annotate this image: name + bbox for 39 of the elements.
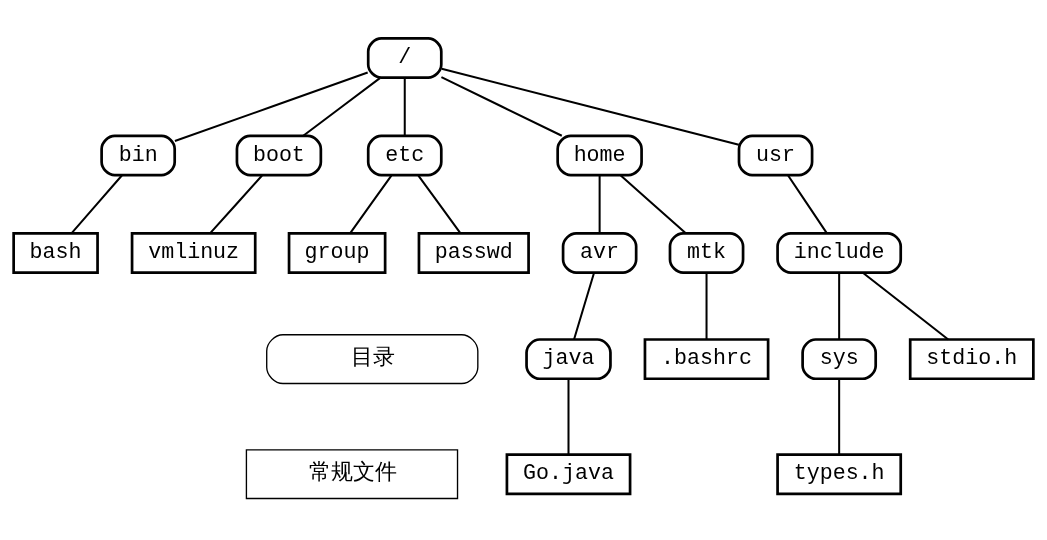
node-box: mtk bbox=[668, 231, 745, 274]
node-box: include bbox=[776, 231, 903, 274]
node-box: group bbox=[287, 231, 387, 274]
node-box: sys bbox=[801, 337, 878, 380]
connector bbox=[209, 174, 263, 234]
legend-label: 目录 bbox=[350, 343, 395, 369]
node-box: bash bbox=[12, 231, 99, 274]
connector bbox=[71, 174, 123, 234]
node-box: avr bbox=[561, 231, 638, 274]
connector bbox=[705, 272, 708, 339]
connector bbox=[567, 378, 570, 454]
node-box: / bbox=[366, 36, 443, 79]
connector bbox=[787, 174, 828, 233]
node-box: home bbox=[556, 134, 643, 176]
node-box: java bbox=[525, 337, 612, 380]
connector bbox=[620, 174, 687, 234]
connector bbox=[174, 71, 368, 142]
connector bbox=[403, 77, 406, 135]
legend-label: 常规文件 bbox=[308, 458, 397, 484]
node-box: .bashrc bbox=[643, 337, 770, 380]
connector bbox=[417, 174, 461, 233]
connector bbox=[573, 271, 596, 340]
connector bbox=[302, 76, 381, 137]
connector bbox=[440, 75, 563, 137]
node-box: types.h bbox=[776, 452, 903, 495]
connector bbox=[598, 175, 601, 233]
node-box: passwd bbox=[417, 231, 530, 274]
node-box: boot bbox=[235, 134, 323, 176]
connector bbox=[862, 271, 949, 340]
connector bbox=[441, 67, 740, 146]
node-box: usr bbox=[737, 134, 814, 176]
connector bbox=[349, 174, 393, 233]
connector bbox=[838, 378, 841, 454]
node-box: vmlinuz bbox=[130, 231, 257, 274]
connector bbox=[838, 272, 841, 339]
node-box: Go.java bbox=[505, 452, 632, 495]
node-box: stdio.h bbox=[908, 337, 1035, 380]
node-box: etc bbox=[366, 134, 443, 176]
node-box: bin bbox=[100, 134, 177, 176]
